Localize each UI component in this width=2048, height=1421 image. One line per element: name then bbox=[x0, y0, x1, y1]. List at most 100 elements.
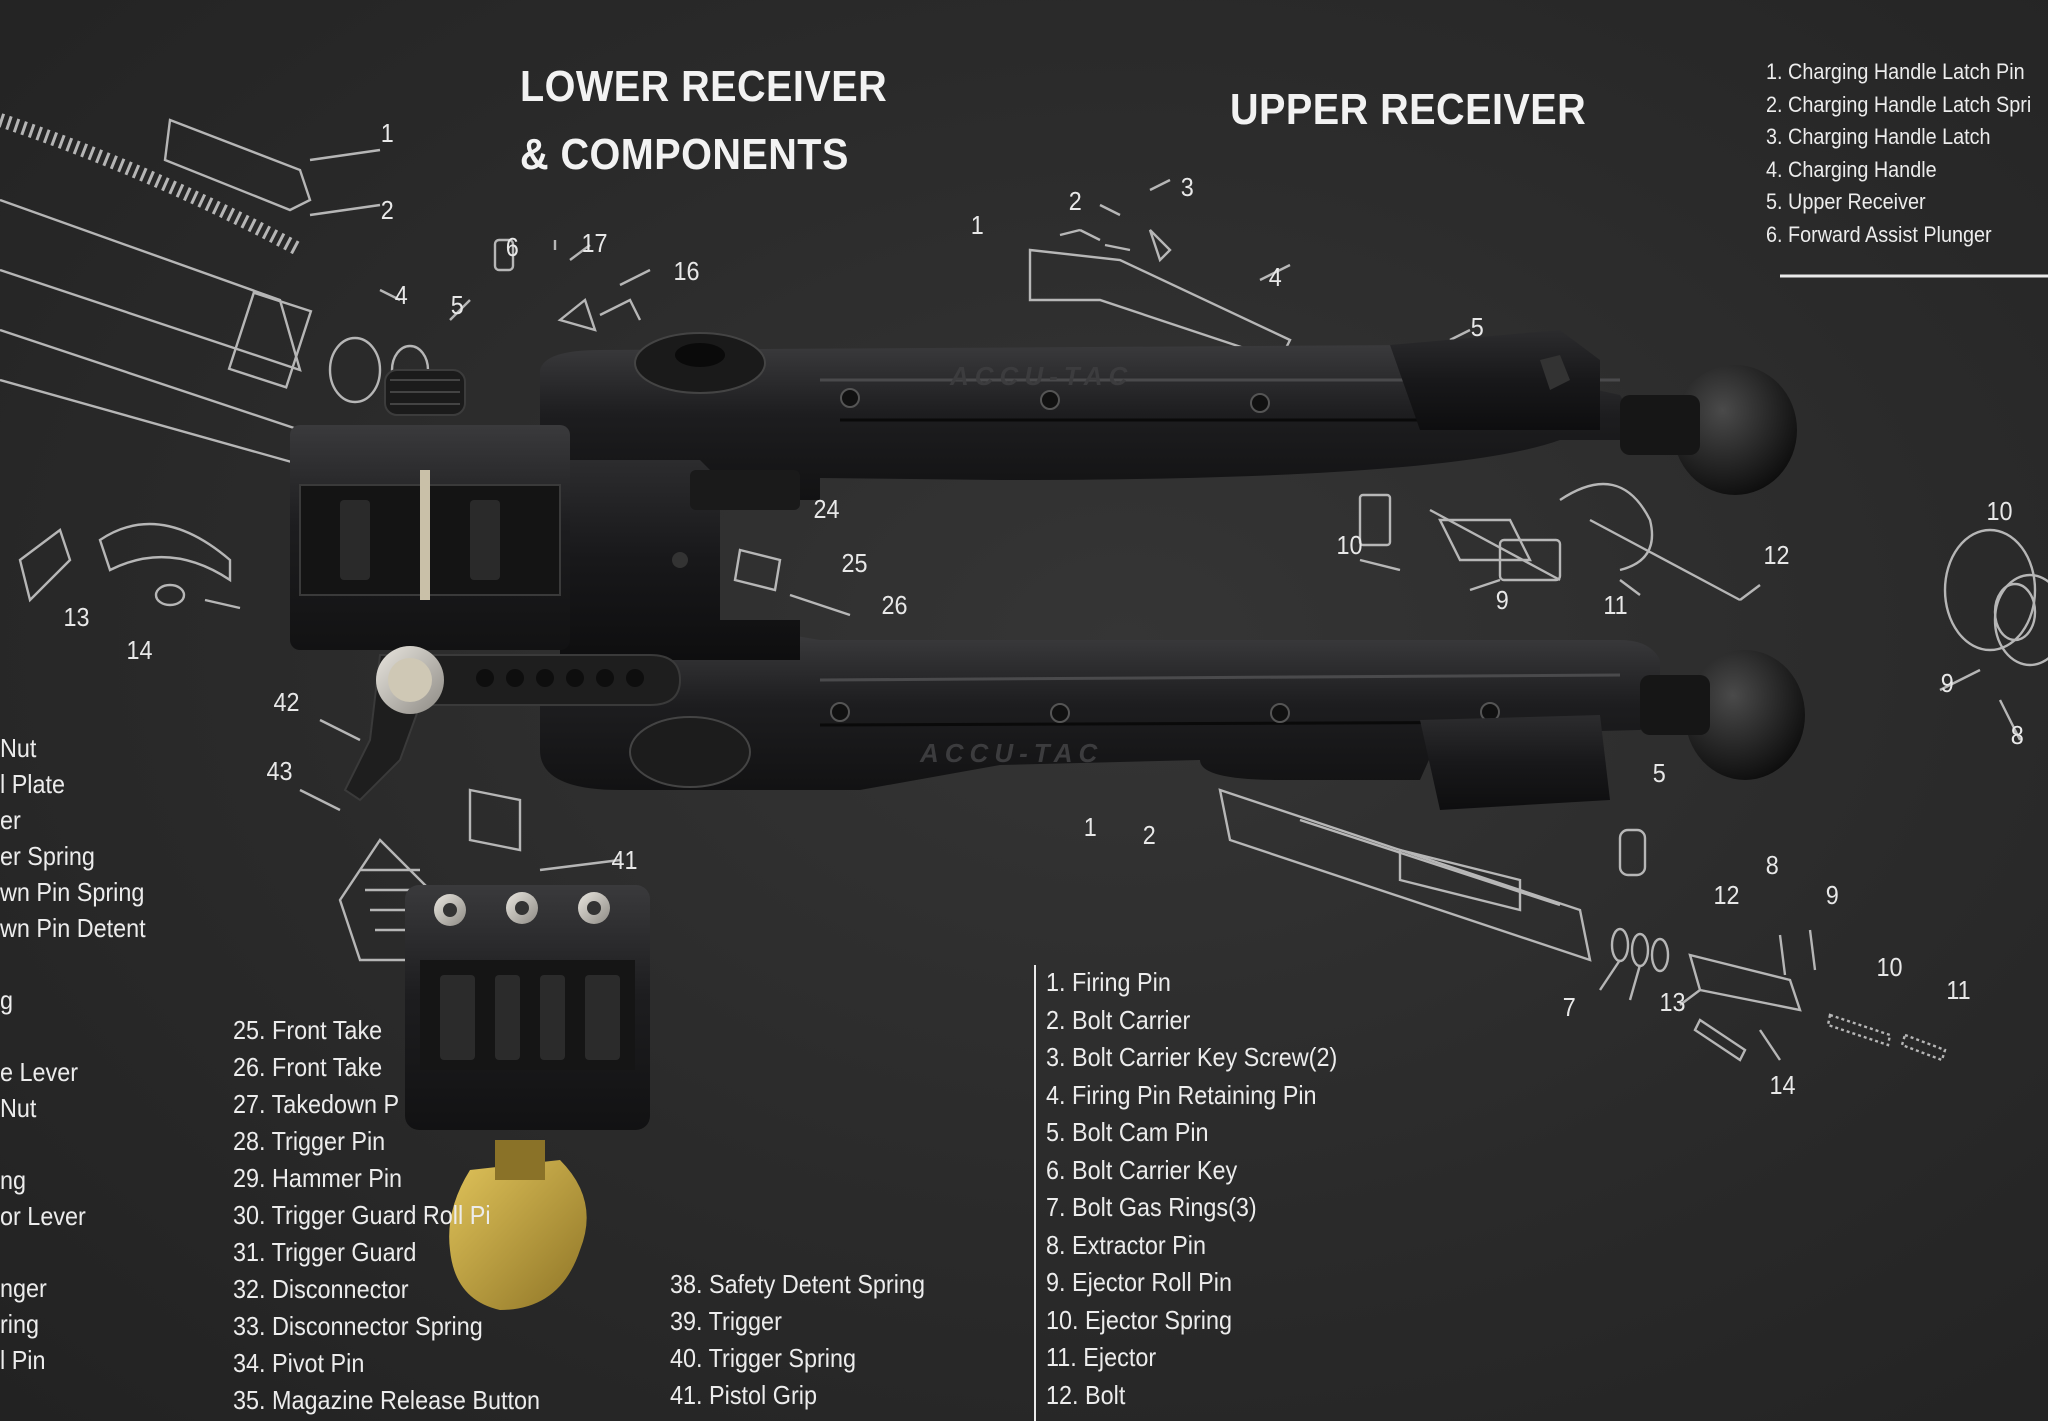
callout-number: 1 bbox=[380, 118, 394, 148]
list-item: 5. Bolt Cam Pin bbox=[1046, 1117, 1209, 1147]
lower-receiver-heading-line2: & COMPONENTS bbox=[520, 130, 849, 179]
callout-number: 9 bbox=[1940, 668, 1954, 698]
list-item: e Lever bbox=[0, 1057, 79, 1087]
callout-number: 2 bbox=[1068, 186, 1082, 216]
list-item: 34. Pivot Pin bbox=[233, 1348, 365, 1378]
callout-number: 12 bbox=[1763, 540, 1790, 570]
list-item: 3. Charging Handle Latch bbox=[1766, 124, 1991, 149]
list-item: 41. Pistol Grip bbox=[670, 1380, 817, 1410]
callout-number: 4 bbox=[1268, 262, 1282, 292]
list-item: 6. Bolt Carrier Key bbox=[1046, 1154, 1238, 1185]
list-item: 8. Extractor Pin bbox=[1046, 1229, 1206, 1260]
list-item: 32. Disconnector bbox=[233, 1274, 409, 1304]
callout-number: 6 bbox=[505, 232, 519, 262]
callout-number: 25 bbox=[841, 548, 868, 578]
list-item: 12. Bolt bbox=[1046, 1379, 1126, 1410]
bolt-parts-list: 1. Firing Pin 2. Bolt Carrier 3. Bolt Ca… bbox=[1046, 964, 1370, 1414]
list-item: 1. Charging Handle Latch Pin bbox=[1766, 59, 2025, 84]
lower-receiver-heading-line1: LOWER RECEIVER bbox=[520, 62, 888, 111]
list-item: 39. Trigger bbox=[670, 1306, 782, 1336]
list-item: wn Pin Detent bbox=[0, 913, 146, 943]
callout-number: 9 bbox=[1495, 585, 1509, 615]
list-item: or Lever bbox=[0, 1201, 86, 1231]
list-item: 2. Charging Handle Latch Spri bbox=[1766, 91, 2032, 117]
callout-number: 12 bbox=[1713, 880, 1740, 910]
exploded-diagram-lines bbox=[0, 113, 2048, 1062]
bipod-leg-upper bbox=[540, 330, 1797, 500]
callout-number: 9 bbox=[1825, 880, 1839, 910]
callout-number: 13 bbox=[1659, 987, 1686, 1017]
list-item: 6. Forward Assist Plunger bbox=[1766, 221, 1992, 247]
callout-number: 5 bbox=[450, 290, 464, 320]
upper-receiver-parts-list: 1. Charging Handle Latch Pin 2. Charging… bbox=[1766, 56, 2048, 251]
callout-number: 5 bbox=[1652, 758, 1666, 788]
list-item: nger bbox=[0, 1273, 47, 1303]
list-item bbox=[0, 1018, 146, 1054]
callout-number: 41 bbox=[611, 845, 638, 875]
callout-number: 11 bbox=[1603, 590, 1628, 620]
list-item: g bbox=[0, 985, 14, 1015]
tension-lever bbox=[343, 646, 682, 802]
list-item: er bbox=[0, 805, 21, 835]
rail-clamp bbox=[290, 369, 570, 650]
callout-number: 10 bbox=[1986, 496, 2013, 526]
callout-number: 8 bbox=[1765, 850, 1779, 880]
lower-parts-list-b: 38. Safety Detent Spring 39. Trigger 40.… bbox=[670, 1266, 953, 1414]
list-item: l Plate bbox=[0, 769, 66, 799]
list-item: 30. Trigger Guard Roll Pi bbox=[233, 1200, 491, 1230]
list-item: wn Pin Spring bbox=[0, 877, 145, 907]
lower-parts-list-a: 25. Front Take 26. Front Take 27. Takedo… bbox=[233, 1012, 574, 1419]
list-item: 1. Firing Pin bbox=[1046, 967, 1171, 997]
callout-number: 24 bbox=[813, 494, 840, 524]
list-item: 38. Safety Detent Spring bbox=[670, 1269, 925, 1299]
list-item: 35. Magazine Release Button bbox=[233, 1385, 541, 1415]
list-item: 11. Ejector bbox=[1046, 1342, 1157, 1372]
callout-number: 2 bbox=[380, 195, 394, 225]
bipod-hub bbox=[560, 460, 800, 660]
list-item: 28. Trigger Pin bbox=[233, 1126, 386, 1156]
list-item: l Pin bbox=[0, 1345, 46, 1375]
callout-number: 10 bbox=[1876, 952, 1903, 982]
list-item: 29. Hammer Pin bbox=[233, 1163, 403, 1193]
list-item: ng bbox=[0, 1165, 27, 1195]
list-item: 9. Ejector Roll Pin bbox=[1046, 1267, 1232, 1297]
callout-number: 2 bbox=[1142, 820, 1156, 850]
list-item: 31. Trigger Guard bbox=[233, 1237, 417, 1267]
list-item: 2. Bolt Carrier bbox=[1046, 1004, 1191, 1035]
callout-number: 43 bbox=[266, 756, 293, 786]
list-item: 7. Bolt Gas Rings(3) bbox=[1046, 1192, 1257, 1222]
callout-number: 3 bbox=[1180, 172, 1194, 202]
list-item bbox=[0, 1234, 146, 1270]
callout-number: 16 bbox=[673, 256, 700, 286]
callout-number: 4 bbox=[394, 280, 408, 310]
list-item: 5. Upper Receiver bbox=[1766, 189, 1926, 214]
callout-number: 5 bbox=[1470, 312, 1484, 342]
list-item: Nut bbox=[0, 733, 37, 763]
callout-number: 8 bbox=[2010, 720, 2024, 750]
leg-engraving-upper: ACCU-TAC bbox=[949, 361, 1133, 391]
list-item: er Spring bbox=[0, 841, 95, 871]
list-item: Nut bbox=[0, 1093, 37, 1123]
callout-number: 1 bbox=[970, 210, 984, 240]
callout-number: 42 bbox=[273, 687, 300, 717]
bipod-leg-lower bbox=[540, 635, 1805, 810]
left-edge-parts-list: Nut l Plate er er Spring wn Pin Spring w… bbox=[0, 730, 162, 1378]
leg-engraving-lower: ACCU-TAC bbox=[919, 738, 1103, 768]
callout-number: 1 bbox=[1083, 812, 1097, 842]
list-item: 33. Disconnector Spring bbox=[233, 1311, 483, 1341]
list-item: ring bbox=[0, 1309, 40, 1339]
loose-rail-clamp bbox=[405, 885, 650, 1310]
callout-number: 7 bbox=[1562, 992, 1576, 1022]
list-item: 4. Firing Pin Retaining Pin bbox=[1046, 1079, 1317, 1110]
list-item: 3. Bolt Carrier Key Screw(2) bbox=[1046, 1042, 1338, 1072]
list-item: 26. Front Take bbox=[233, 1052, 383, 1082]
bipod bbox=[290, 330, 1805, 1310]
callout-number: 11 bbox=[1946, 975, 1971, 1005]
list-item bbox=[0, 1126, 146, 1162]
callout-number: 17 bbox=[581, 228, 608, 258]
callout-number: 14 bbox=[1769, 1070, 1796, 1100]
callout-number: 14 bbox=[126, 635, 153, 665]
list-item: 10. Ejector Spring bbox=[1046, 1304, 1233, 1335]
